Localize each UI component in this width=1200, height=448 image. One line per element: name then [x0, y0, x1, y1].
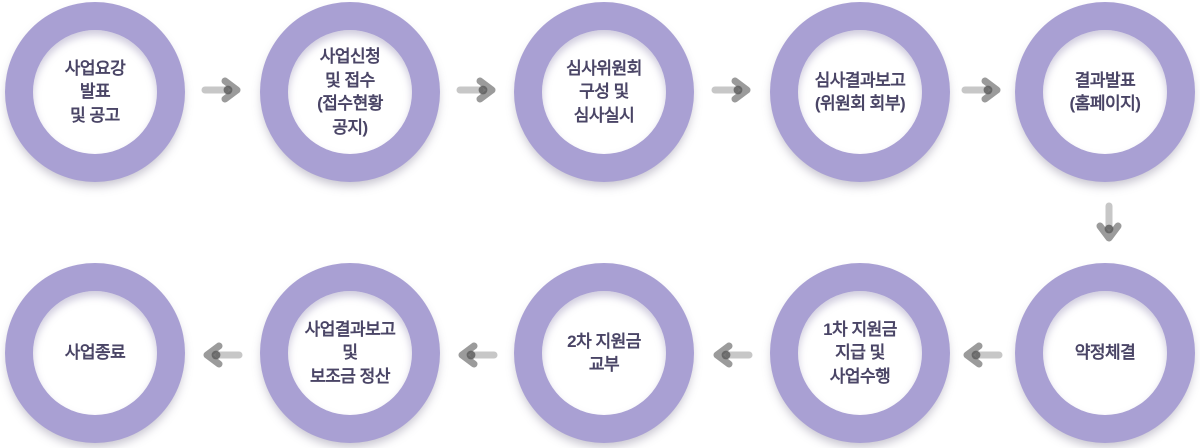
step-3-inner: 심사위원회 구성 및 심사실시 — [542, 30, 666, 154]
step-6-inner: 약정체결 — [1043, 291, 1167, 415]
step-1-circle: 사업요강 발표 및 공고 — [5, 2, 185, 182]
arrow-left-icon — [960, 341, 1004, 369]
step-9-label: 사업결과보고 및 보조금 정산 — [304, 319, 396, 386]
step-6-label: 약정체결 — [1074, 343, 1136, 363]
step-7-circle: 1차 지원금 지급 및 사업수행 — [770, 263, 950, 443]
step-3-label: 심사위원회 구성 및 심사실시 — [566, 58, 642, 125]
step-3-circle: 심사위원회 구성 및 심사실시 — [514, 2, 694, 182]
step-9-circle: 사업결과보고 및 보조금 정산 — [260, 263, 440, 443]
arrow-right-icon — [960, 76, 1004, 104]
step-1-inner: 사업요강 발표 및 공고 — [33, 30, 157, 154]
step-5-label: 결과발표 (홈페이지) — [1069, 70, 1141, 114]
step-2-circle: 사업신청 및 접수 (접수현황 공지) — [260, 2, 440, 182]
arrow-right-icon — [710, 76, 754, 104]
step-5-inner: 결과발표 (홈페이지) — [1043, 30, 1167, 154]
step-8-inner: 2차 지원금 교부 — [542, 291, 666, 415]
step-9-inner: 사업결과보고 및 보조금 정산 — [288, 291, 412, 415]
step-8-circle: 2차 지원금 교부 — [514, 263, 694, 443]
step-1-label: 사업요강 발표 및 공고 — [64, 58, 126, 125]
step-10-inner: 사업종료 — [33, 291, 157, 415]
step-4-circle: 심사결과보고 (위원회 회부) — [770, 2, 950, 182]
step-5-circle: 결과발표 (홈페이지) — [1015, 2, 1195, 182]
step-8-label: 2차 지원금 교부 — [567, 331, 641, 375]
step-10-label: 사업종료 — [64, 343, 126, 363]
step-7-inner: 1차 지원금 지급 및 사업수행 — [798, 291, 922, 415]
step-4-label: 심사결과보고 (위원회 회부) — [814, 70, 906, 114]
arrow-left-icon — [200, 341, 244, 369]
step-10-circle: 사업종료 — [5, 263, 185, 443]
arrow-left-icon — [455, 341, 499, 369]
step-6-circle: 약정체결 — [1015, 263, 1195, 443]
step-7-label: 1차 지원금 지급 및 사업수행 — [823, 319, 897, 386]
step-2-label: 사업신청 및 접수 (접수현황 공지) — [317, 47, 383, 137]
step-2-inner: 사업신청 및 접수 (접수현황 공지) — [288, 30, 412, 154]
arrow-right-icon — [200, 76, 244, 104]
arrow-right-icon — [455, 76, 499, 104]
arrow-left-icon — [710, 341, 754, 369]
arrow-down-icon — [1095, 201, 1123, 245]
step-4-inner: 심사결과보고 (위원회 회부) — [798, 30, 922, 154]
